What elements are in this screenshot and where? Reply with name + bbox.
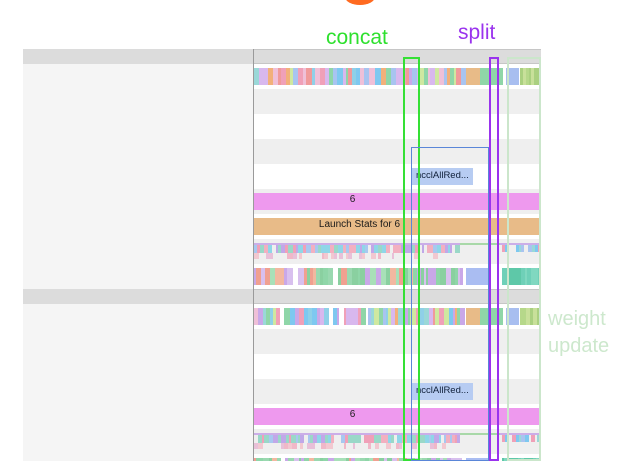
trace-event-block[interactable] [466,458,488,461]
track-row[interactable]: Stream 120:MEMCPYD2H [23,114,541,139]
trace-event-strip[interactable] [254,443,454,449]
group-header-label: isqx1:25676 Nvidia GPU 0 (pid 1) [44,51,178,61]
track-row[interactable]: Stream 119:MEMCPYH2D [23,89,541,114]
steps-bar-label: 6 [349,194,356,205]
steps-bar[interactable] [254,193,541,210]
track-row-timeline[interactable] [254,64,541,89]
track-row-timeline[interactable] [254,454,541,461]
trace-event-strip[interactable] [520,308,541,325]
track-row-timeline[interactable] [254,304,541,329]
trace-event-block[interactable] [466,268,488,285]
nccl-allreduce-event[interactable]: ncclAllRed... [412,168,473,185]
track-row-timeline[interactable] [254,264,541,289]
track-row[interactable]: Stream 122:MEMCPYD2D,KERNEL,MI [23,304,541,329]
orange-blob-decoration [345,0,375,5]
track-row-label: Stream 150:KERNEL [28,167,156,182]
track-row-label: Stream 119:MEMCPYH2D [28,92,187,107]
track-row-label: Stream 151:KERNEL [28,382,156,397]
trace-event-strip[interactable] [254,268,466,285]
track-row-label: TensorFlow Name Scope [51,432,202,447]
track-row[interactable]: Stream 121:MEMCPYP2P [23,139,541,164]
annotation-weight-update-line1: weight [548,308,606,330]
track-row-timeline[interactable]: Launch Stats for 6 [254,214,541,239]
steps-bar[interactable] [254,408,541,425]
launch-stats-bar[interactable] [254,218,541,235]
name-scope-segment[interactable] [460,433,500,435]
trace-event-strip[interactable] [520,68,541,85]
track-row-timeline[interactable] [254,89,541,114]
group-header[interactable]: isqx1:25676 Nvidia GPU 0 (pid 1) [23,49,541,64]
track-row-timeline[interactable]: ncclAllRed... [254,379,541,404]
trace-event-strip[interactable] [502,268,541,285]
trace-viewer-panel[interactable]: isqx1:25676 Nvidia GPU 0 (pid 1) Stream 1… [23,49,541,461]
nccl-allreduce-event[interactable]: ncclAllRed... [412,383,473,400]
name-scope-root-bar[interactable] [254,243,541,245]
trace-event-block[interactable] [506,308,519,325]
track-row[interactable]: TensorFlow Ops [23,454,541,461]
track-row[interactable]: TensorFlow Name Scope [23,429,541,454]
trace-event-strip[interactable] [254,458,466,461]
annotation-concat: concat [326,26,388,49]
name-scope-root-bar[interactable] [254,433,541,435]
track-row-timeline[interactable]: 6 [254,189,541,214]
chevron-down-icon[interactable] [33,55,41,60]
track-row[interactable]: Stream 150:KERNEL ncclAllRed... [23,164,541,189]
track-row-timeline[interactable] [254,139,541,164]
track-row[interactable]: TensorFlow Ops [23,264,541,289]
nccl-allreduce-event-label: ncclAllRed... [416,385,469,396]
trace-event-strip[interactable] [502,245,541,252]
track-row[interactable]: Stream 118:MEMCPYD2D,KERNEL,ME [23,64,541,89]
track-rows-container[interactable]: isqx1:25676 Nvidia GPU 0 (pid 1) Stream 1… [23,49,541,461]
trace-event-block[interactable] [480,68,503,85]
trace-event-strip[interactable] [254,253,454,259]
launch-stats-bar-label: Launch Stats for 6 [318,219,401,230]
track-row-label: Stream 121:MEMCPYP2P [28,142,187,157]
track-row-timeline[interactable] [254,429,541,454]
steps-bar-label: 6 [349,409,356,420]
group-header-label: isqx1:25676 Nvidia GPU 1 (pid 2) [44,291,178,301]
track-row-label: TensorFlow Ops [28,457,252,461]
annotation-split: split [458,21,496,44]
track-row-label: Stream 120:MEMCPYD2H [28,117,188,132]
track-row-timeline[interactable]: 6 [254,404,541,429]
track-row-timeline[interactable] [254,354,541,379]
trace-event-block[interactable] [466,308,480,325]
annotation-weight-update-line2: update [548,335,610,357]
chevron-down-icon[interactable] [33,295,41,300]
track-row-label: Stream 122:MEMCPYD2D,KERNEL,MI [28,307,252,322]
track-row-label: TensorFlow Ops [28,267,126,282]
track-row-label: Stream 124:MEMCPYD2H [28,357,188,372]
chevron-right-icon[interactable] [39,438,44,446]
track-row[interactable]: TensorFlow Name Scope [23,239,541,264]
trace-event-block[interactable] [466,68,480,85]
track-row-label: Stream 118:MEMCPYD2D,KERNEL,ME [28,67,252,82]
trace-event-strip[interactable] [254,68,466,85]
trace-event-strip[interactable] [502,435,541,442]
track-row-timeline[interactable]: ncclAllRed... [254,164,541,189]
chevron-right-icon[interactable] [39,248,44,256]
track-row-timeline[interactable] [254,239,541,264]
trace-event-strip[interactable] [254,308,466,325]
track-row[interactable]: Stream 124:MEMCPYD2H [23,354,541,379]
track-row[interactable]: Stream 151:KERNEL ncclAllRed... [23,379,541,404]
track-row-timeline[interactable] [254,114,541,139]
track-row-label: Stream 123:MEMCPYH2D [28,332,188,347]
track-row-timeline[interactable] [254,329,541,354]
annotation-weight-update: weight update [548,306,609,360]
name-scope-segment[interactable] [460,243,500,245]
nccl-allreduce-event-label: ncclAllRed... [416,170,469,181]
group-header[interactable]: isqx1:25676 Nvidia GPU 1 (pid 2) [23,289,541,304]
trace-event-block[interactable] [480,308,503,325]
trace-event-strip[interactable] [254,245,460,253]
track-row[interactable]: Stream 123:MEMCPYH2D [23,329,541,354]
track-row-label: TensorFlow Name Scope [51,242,202,257]
trace-event-block[interactable] [506,68,519,85]
trace-event-strip[interactable] [254,435,460,443]
